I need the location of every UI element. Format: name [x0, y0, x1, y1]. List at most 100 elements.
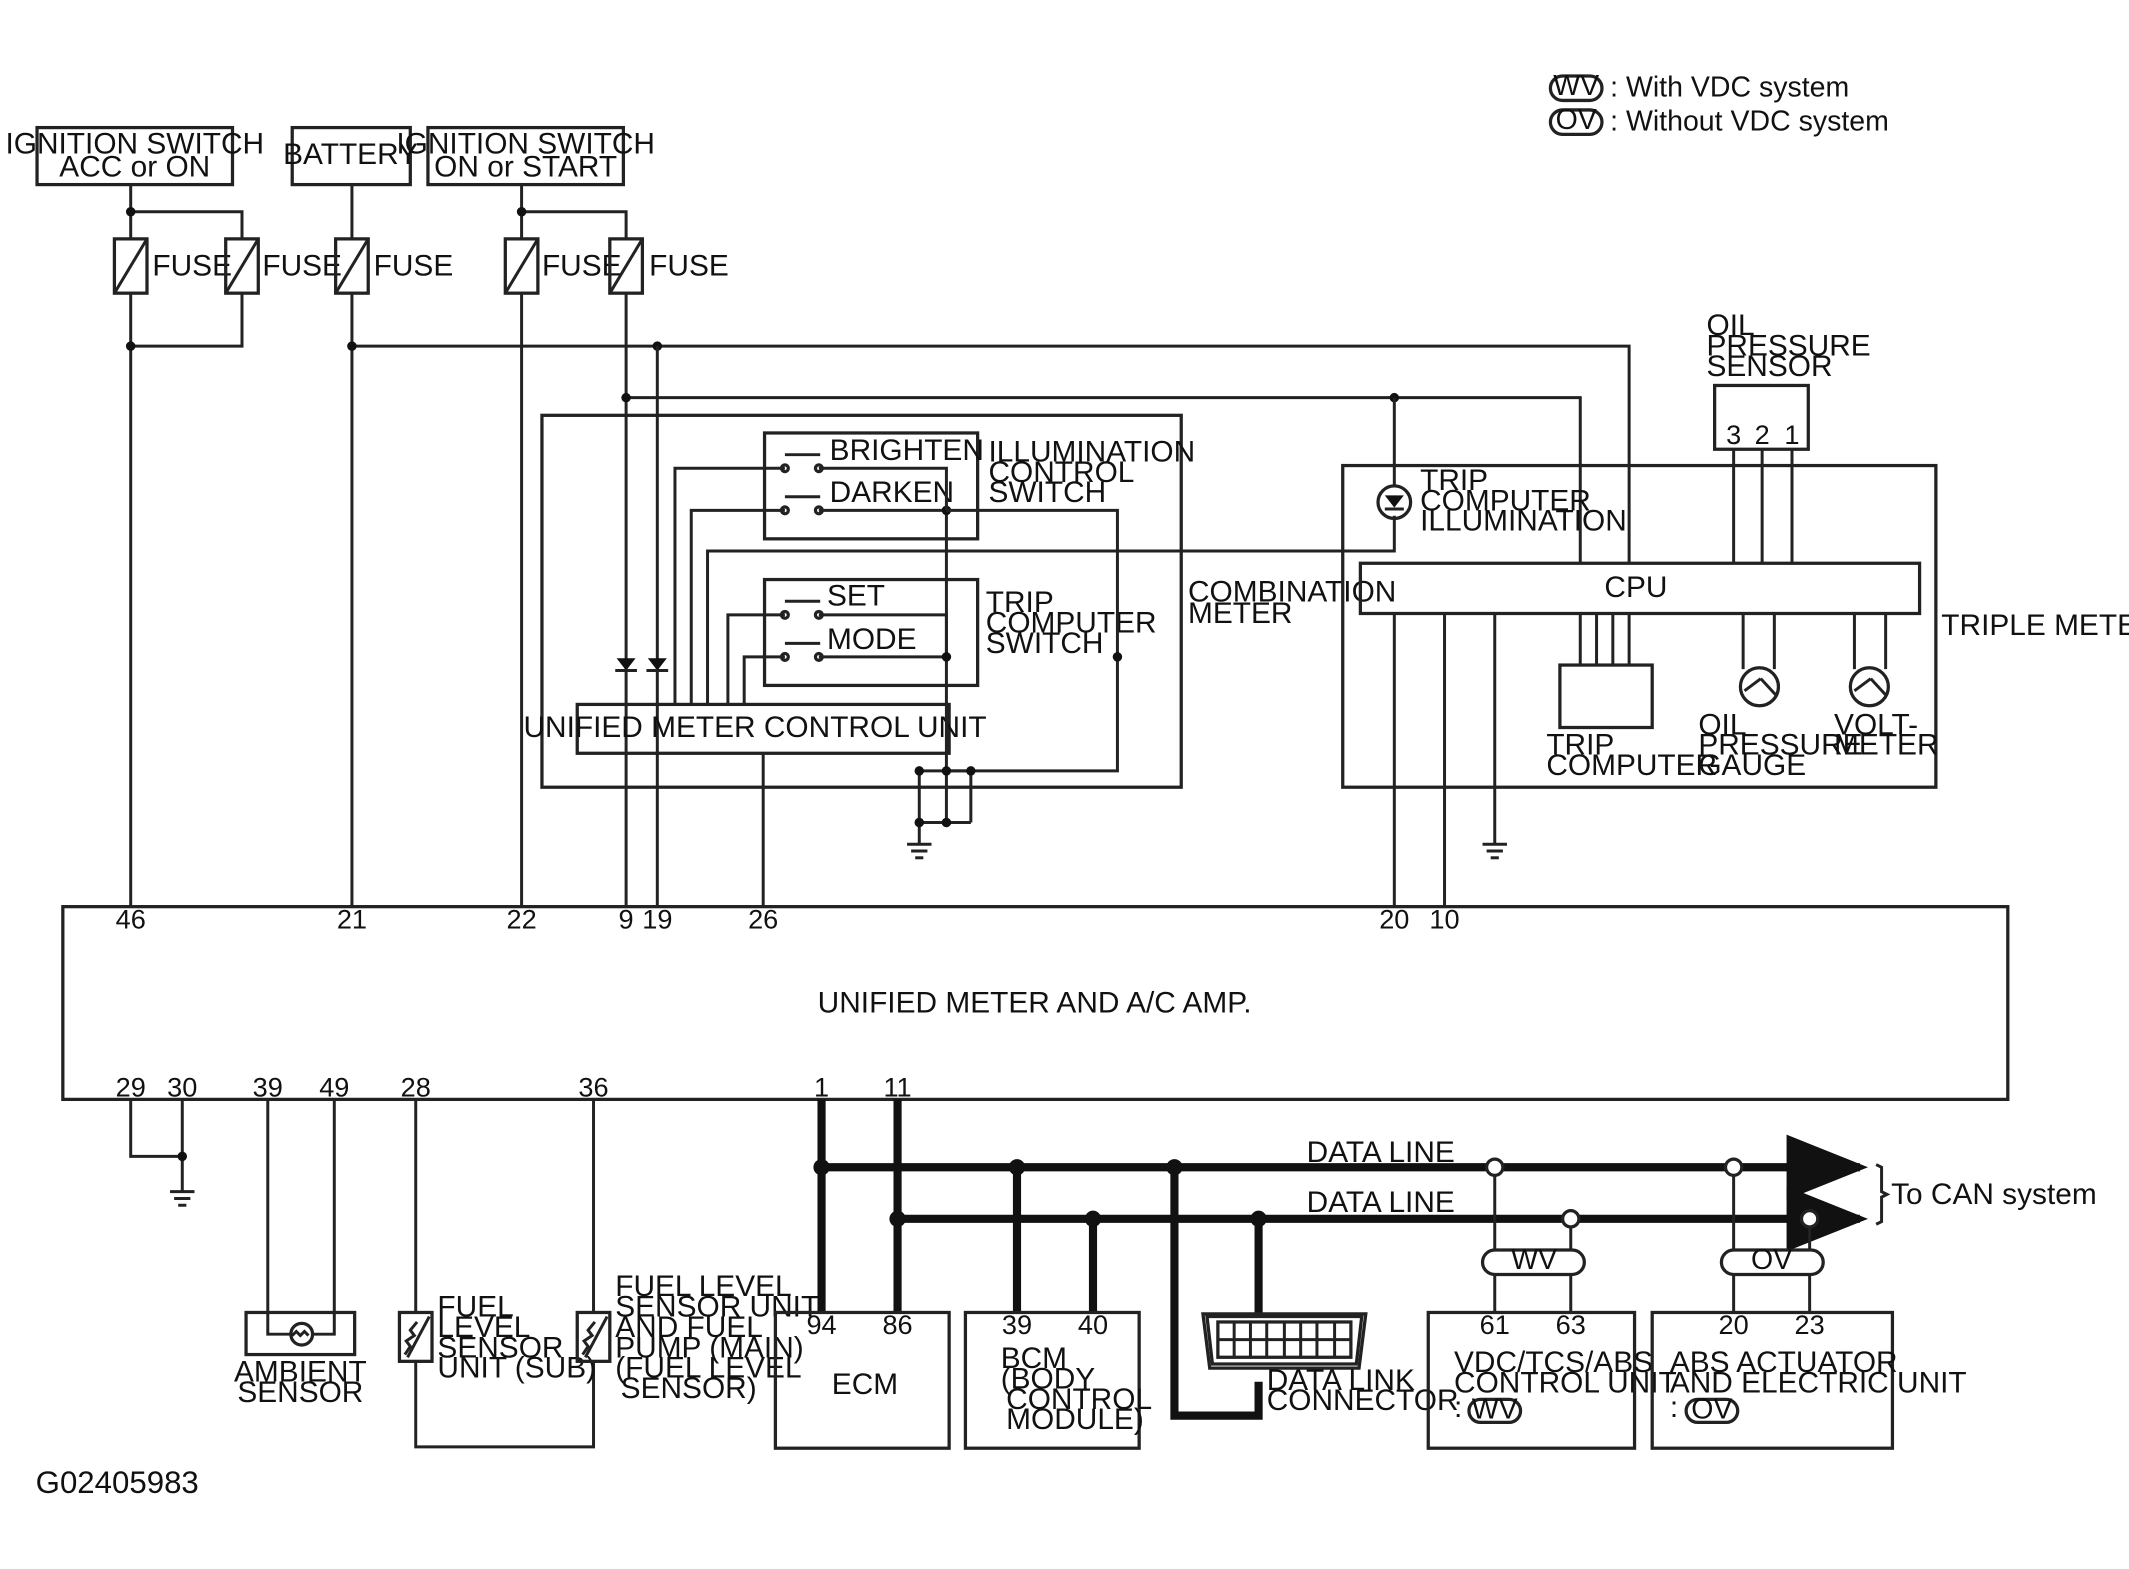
cpu-label: CPU [1604, 571, 1667, 604]
fuse-1: FUSE [112, 237, 232, 295]
combination-meter: COMBINATION METER BRIGHTEN DARKEN ILLUMI… [523, 413, 1396, 907]
amp-pin: 36 [578, 1072, 608, 1103]
fuse-4: FUSE [503, 237, 622, 295]
bcm-label-line3: CONTROL [1006, 1383, 1152, 1416]
darken-label: DARKEN [830, 476, 954, 509]
amp-pin: 49 [319, 1072, 349, 1103]
combination-meter-label-line2: METER [1188, 597, 1292, 630]
oil-sensor-label-line1: OIL [1706, 309, 1754, 342]
fuse-3: FUSE [334, 237, 454, 295]
voltmeter-label-line1: VOLT- [1834, 708, 1918, 741]
ecm-pin: 94 [806, 1309, 836, 1340]
ov-option-badge [1719, 1248, 1825, 1277]
unified-meter-control-unit-label: UNIFIED METER CONTROL UNIT [523, 711, 986, 744]
amp-pin: 9 [619, 903, 634, 934]
fuel-main-label-line2: SENSOR UNIT [615, 1291, 819, 1324]
triple-meter: TRIPLE METER CPU TRIP COMPUTER ILLUMINAT… [1341, 397, 2129, 907]
ambient-sensor-label-line1: AMBIENT [234, 1356, 367, 1389]
supply-wiring [125, 184, 1631, 907]
cpu-block [1358, 561, 1922, 616]
fuse-3-label: FUSE [374, 250, 454, 283]
vdc-pin: 63 [1556, 1309, 1586, 1340]
source-battery: BATTERY [283, 125, 418, 187]
bcm-label-line2: (BODY [1001, 1362, 1096, 1395]
variable-resistor-icon [575, 1310, 612, 1363]
amp-pin: 11 [883, 1072, 911, 1103]
illumination-switch-label-line1: ILLUMINATION [988, 435, 1195, 468]
trip-computer-label-line1: TRIP [1546, 729, 1614, 762]
amp-pin: 20 [1379, 903, 1409, 934]
lamp-icon [1376, 484, 1413, 521]
legend-wv-code: WV [1553, 70, 1599, 102]
fuel-level-sensor-main: FUEL LEVEL SENSOR UNIT AND FUEL PUMP (MA… [575, 1270, 819, 1405]
fuse-1-label: FUSE [152, 250, 232, 283]
amp-pin: 22 [507, 903, 537, 934]
oil-gauge-label-line3: GAUGE [1698, 749, 1806, 782]
ecm-module: 94 86 ECM [773, 1309, 951, 1450]
ground-icon [170, 1190, 195, 1207]
oil-gauge-label-line2: PRESSURE [1698, 729, 1862, 762]
fuel-sub-label-line1: FUEL [437, 1291, 513, 1324]
amp-pin: 46 [116, 903, 146, 934]
obd-connector-icon [1201, 1312, 1368, 1370]
oil-sensor-pin: 1 [1784, 419, 1799, 450]
amp-ground [129, 1099, 195, 1207]
ground-icon [1482, 842, 1507, 860]
gauge-icon [1738, 666, 1781, 708]
legend-ov-badge [1548, 108, 1604, 136]
abs-label-line2: AND ELECTRIC UNIT [1670, 1367, 1967, 1400]
trip-illumination-label-line2: COMPUTER [1420, 484, 1591, 517]
trip-switch-label-line3: SWITCH [986, 627, 1104, 660]
trip-computer-label-line2: COMPUTER [1546, 749, 1717, 782]
vdc-label-line2: CONTROL UNIT [1454, 1367, 1677, 1400]
amp-label: UNIFIED METER AND A/C AMP. [818, 987, 1252, 1020]
fuel-main-label-line1: FUEL LEVEL [615, 1270, 791, 1303]
wv-option-code: WV [1511, 1244, 1557, 1276]
amp-pin: 26 [748, 903, 778, 934]
illumination-switch-label-line3: SWITCH [988, 476, 1106, 509]
abs-pin: 20 [1719, 1309, 1749, 1340]
dlc-label-line1: DATA LINK [1267, 1364, 1415, 1397]
source-ignition-acc-line2: ACC or ON [59, 150, 210, 183]
fuel-sub-label-line3: SENSOR [437, 1331, 563, 1364]
wv-option-badge [1480, 1248, 1586, 1277]
fuse-2: FUSE [224, 237, 342, 295]
darken-switch-icon [779, 495, 824, 516]
brighten-label: BRIGHTEN [830, 434, 984, 467]
trip-computer-switch [762, 577, 980, 688]
trip-illumination-label-line3: ILLUMINATION [1420, 505, 1627, 538]
fuel-main-label-line4: PUMP (MAIN) [615, 1331, 803, 1364]
illumination-control-switch [762, 431, 980, 541]
bcm-pin: 40 [1078, 1309, 1108, 1340]
variable-resistor-icon [397, 1310, 434, 1363]
ambient-sensor-label-line2: SENSOR [237, 1376, 363, 1409]
mode-label: MODE [827, 623, 917, 656]
set-switch-icon [779, 599, 824, 620]
unified-meter-ac-amp: UNIFIED METER AND A/C AMP. 46 21 22 9 19… [61, 903, 2010, 1103]
fuel-level-sensor-sub: FUEL LEVEL SENSOR UNIT (SUB) [397, 1099, 596, 1449]
vdc-control-unit: 61 63 VDC/TCS/ABS CONTROL UNIT : WV [1426, 1309, 1677, 1450]
data-line-label-low: DATA LINE [1307, 1186, 1455, 1219]
fuse-5: FUSE [608, 237, 729, 295]
legend-ov-text: : Without VDC system [1610, 105, 1889, 137]
abs-label-prefix: : [1670, 1391, 1678, 1424]
amp-pin: 30 [167, 1072, 197, 1103]
trip-switch-label-line1: TRIP [986, 586, 1054, 619]
amp-pin: 39 [253, 1072, 283, 1103]
legend-ov-code: OV [1556, 104, 1597, 136]
triple-meter-label: TRIPLE METER [1941, 609, 2129, 642]
amp-pin: 1 [814, 1072, 829, 1103]
thermistor-icon [289, 1321, 315, 1347]
fuse-5-label: FUSE [649, 250, 729, 283]
data-link-connector: DATA LINK CONNECTOR [1201, 1312, 1459, 1417]
bcm-label-line4: MODULE) [1006, 1403, 1144, 1436]
ecm-label: ECM [832, 1368, 898, 1401]
fuse-2-label: FUSE [262, 250, 342, 283]
mode-switch-icon [779, 641, 824, 662]
abs-ov-badge [1684, 1397, 1740, 1425]
vdc-wv-code: WV [1472, 1393, 1518, 1425]
ground-icon [907, 842, 932, 860]
abs-ov-code: OV [1691, 1393, 1732, 1425]
illumination-switch-label-line2: CONTROL [988, 456, 1134, 489]
to-can-label: To CAN system [1891, 1178, 2097, 1211]
